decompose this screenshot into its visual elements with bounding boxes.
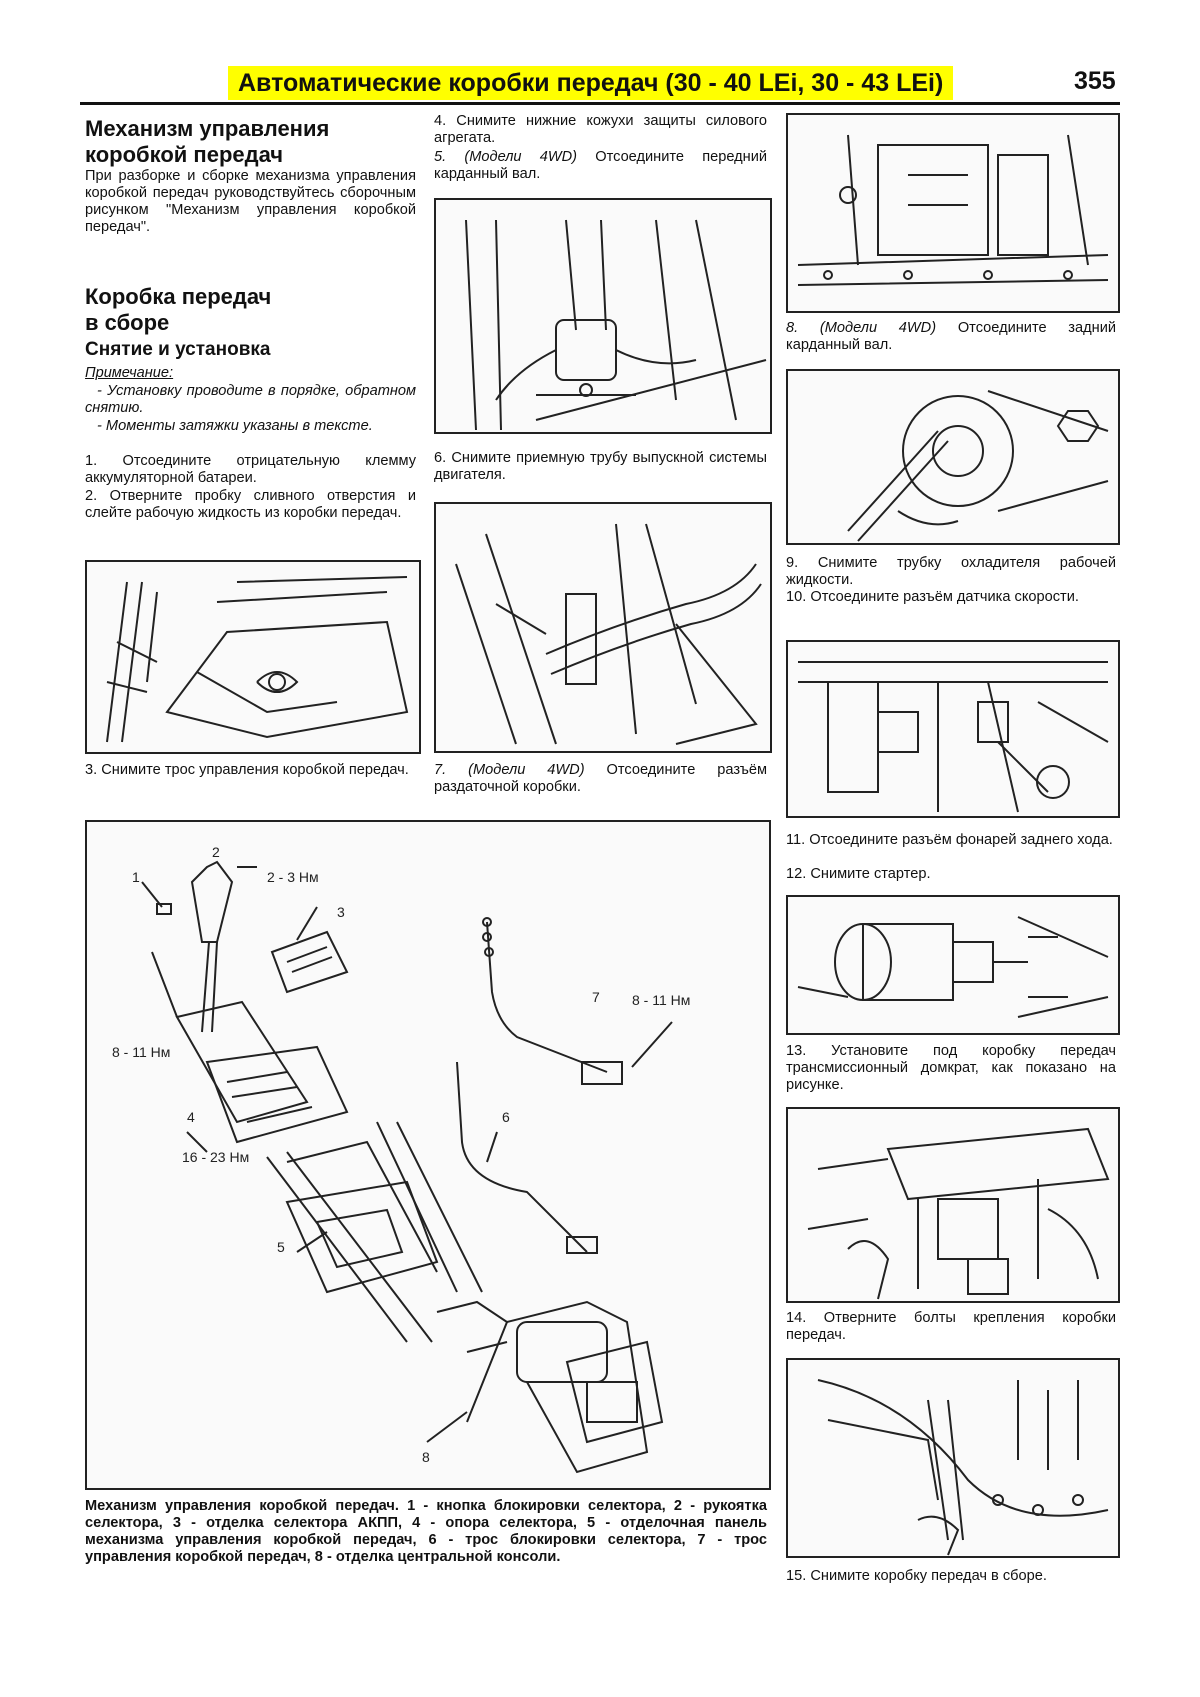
- step-5: 5. (Модели 4WD) Отсоедините передний кар…: [434, 149, 767, 182]
- label-5: 5: [277, 1239, 285, 1255]
- step-1: 1. Отсоедините отрицательную клемму акку…: [85, 453, 416, 486]
- step-13: 13. Установите под коробку передач транс…: [786, 1043, 1116, 1093]
- rear-driveshaft-illustration: [847, 390, 1109, 542]
- label-8: 8: [422, 1449, 430, 1465]
- section-title-gear-control: Механизм управления коробкой передач: [85, 116, 330, 167]
- intro-paragraph: При разборке и сборке механизма управлен…: [85, 168, 416, 235]
- step-10: 10. Отсоедините разъём датчика скорости.: [786, 589, 1079, 605]
- label-4: 4: [187, 1109, 195, 1125]
- label-2: 2: [212, 844, 220, 860]
- subsection-title: Снятие и установка: [85, 339, 271, 360]
- page-header-title: Автоматические коробки передач (30 - 40 …: [228, 66, 954, 100]
- step-12: 12. Снимите стартер.: [786, 866, 931, 882]
- exhaust-pipe-illustration: [455, 523, 762, 745]
- figure-step-3-drain-plug: [85, 560, 421, 754]
- label-6: 6: [502, 1109, 510, 1125]
- step-14: 14. Отверните болты крепления коробки пе…: [786, 1310, 1116, 1343]
- figure-caption: Механизм управления коробкой передач. 1 …: [85, 1498, 767, 1565]
- step-4: 4. Снимите нижние кожухи защиты силового…: [434, 113, 767, 146]
- note-item-2: - Моменты затяжки указаны в тексте.: [97, 418, 373, 434]
- mounting-bolts-illustration: [817, 1379, 1109, 1556]
- step-8: 8. (Модели 4WD) Отсоедините задний карда…: [786, 320, 1116, 353]
- figure-step-6-exhaust-pipe: [434, 502, 772, 753]
- step-3: 3. Снимите трос управления коробкой пере…: [85, 762, 409, 778]
- figure-step-12-starter: [786, 895, 1120, 1035]
- figure-step-14-mounting-bolts: [786, 1358, 1120, 1558]
- figure-step-8-rear-driveshaft: [786, 369, 1120, 545]
- figure-step-10-speed-sensor: [786, 640, 1120, 818]
- figure-step-13-transmission-jack: [786, 1107, 1120, 1303]
- step-7: 7. (Модели 4WD) Отсоедините разъём разда…: [434, 762, 767, 795]
- header-rule: [80, 58, 1120, 105]
- torque-label-2: 8 - 11 Нм: [632, 992, 690, 1008]
- transfer-case-illustration: [797, 134, 1109, 286]
- step-9: 9. Снимите трубку охладителя рабочей жид…: [786, 555, 1116, 588]
- page-number: 355: [1074, 67, 1116, 95]
- torque-label-1: 2 - 3 Нм: [267, 869, 319, 885]
- torque-label-3: 8 - 11 Нм: [112, 1044, 170, 1060]
- figure-gear-control-mechanism: 1 2 3 4 5 6 7 8 2 - 3 Нм 8 - 11 Нм 8 - 1…: [85, 820, 771, 1490]
- step-15: 15. Снимите коробку передач в сборе.: [786, 1568, 1047, 1584]
- speed-sensor-illustration: [798, 661, 1109, 813]
- note-label: Примечание:: [85, 365, 174, 381]
- torque-label-4: 16 - 23 Нм: [182, 1149, 249, 1165]
- section-title-gearbox-assembly: Коробка передач в сборе: [85, 284, 272, 335]
- figure-step-7-transfer-connector: [786, 113, 1120, 313]
- label-3: 3: [337, 904, 345, 920]
- starter-illustration: [797, 916, 1109, 1018]
- note-item-1: - Установку проводите в порядке, обратно…: [85, 383, 416, 416]
- step-6: 6. Снимите приемную трубу выпускной сист…: [434, 450, 767, 483]
- step-11: 11. Отсоедините разъём фонарей заднего х…: [786, 832, 1113, 848]
- drain-plug-illustration: [106, 576, 409, 743]
- transmission-jack-illustration: [807, 1127, 1110, 1300]
- exploded-view-diagram: 1 2 3 4 5 6 7 8 2 - 3 Нм 8 - 11 Нм 8 - 1…: [112, 844, 690, 1474]
- label-7: 7: [592, 989, 600, 1005]
- figure-step-5-front-driveshaft: [434, 198, 772, 434]
- label-1: 1: [132, 869, 140, 885]
- step-2: 2. Отверните пробку сливного отверстия и…: [85, 488, 416, 521]
- driveshaft-illustration: [465, 219, 767, 431]
